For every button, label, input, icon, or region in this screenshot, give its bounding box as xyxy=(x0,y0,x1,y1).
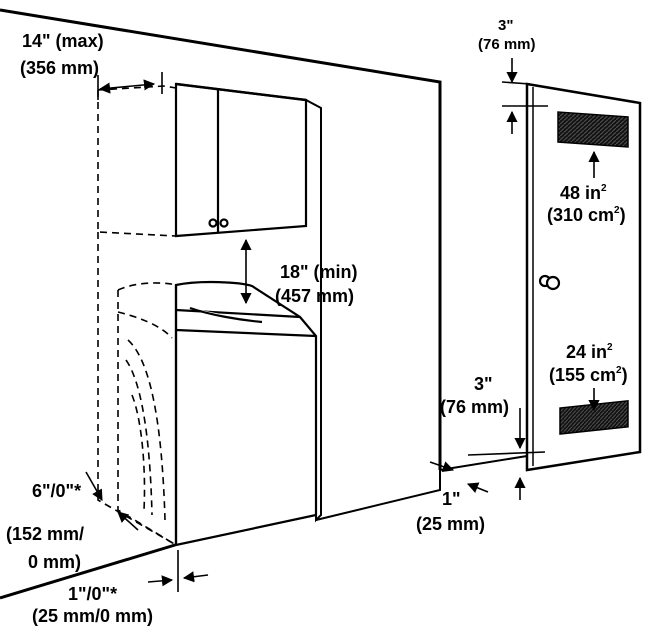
door-front-gap-dimension xyxy=(429,461,489,493)
door-knob-icon xyxy=(538,274,561,291)
wall-cabinet xyxy=(174,82,308,238)
closet-door xyxy=(525,82,642,472)
upper-vent xyxy=(557,111,629,148)
rear-clearance-label-2: (25 mm/0 mm) xyxy=(32,606,153,626)
cabinet-depth-dimension xyxy=(97,72,163,100)
washer-clearance-outline xyxy=(97,232,177,546)
door-front-gap-label-2: (25 mm) xyxy=(416,514,485,534)
door-top-gap-label-1: 3" xyxy=(498,17,513,34)
side-clearance-label-2: (152 mm/ xyxy=(6,524,84,544)
door-bottom-gap-label-1: 3" xyxy=(474,374,493,394)
upper-vent-label-1: 48 in2 xyxy=(560,183,607,203)
lower-vent-label-2: (155 cm2) xyxy=(549,365,628,385)
cabinet-clearance-label-2: (457 mm) xyxy=(275,286,354,306)
cabinet-clearance-label-1: 18" (min) xyxy=(280,262,358,282)
lower-vent-label-1: 24 in2 xyxy=(566,342,613,362)
side-clearance-label-3: 0 mm) xyxy=(28,552,81,572)
cabinet-depth-label-2: (356 mm) xyxy=(20,58,99,78)
door-top-gap-dimension xyxy=(501,58,548,134)
washer xyxy=(174,280,318,547)
cabinet-depth-label-1: 14" (max) xyxy=(22,31,104,51)
door-bottom-gap-label-2: (76 mm) xyxy=(440,397,509,417)
rear-clearance-dimension xyxy=(147,550,209,592)
door-bottom-gap-dimension xyxy=(467,408,546,500)
door-top-gap-label-2: (76 mm) xyxy=(478,36,536,53)
back-wall xyxy=(0,8,442,600)
upper-vent-label-2: (310 cm2) xyxy=(547,205,626,225)
side-wall-partition xyxy=(305,99,441,523)
dimension-labels: 14" (max) (356 mm) 18" (min) (457 mm) 6"… xyxy=(6,17,628,626)
rear-clearance-label-1: 1"/0"* xyxy=(68,584,117,604)
door-front-gap-label-1: 1" xyxy=(442,489,461,509)
cabinet-max-depth-outline xyxy=(97,85,177,237)
side-clearance-dimension xyxy=(85,471,139,531)
side-clearance-label-1: 6"/0"* xyxy=(32,481,81,501)
